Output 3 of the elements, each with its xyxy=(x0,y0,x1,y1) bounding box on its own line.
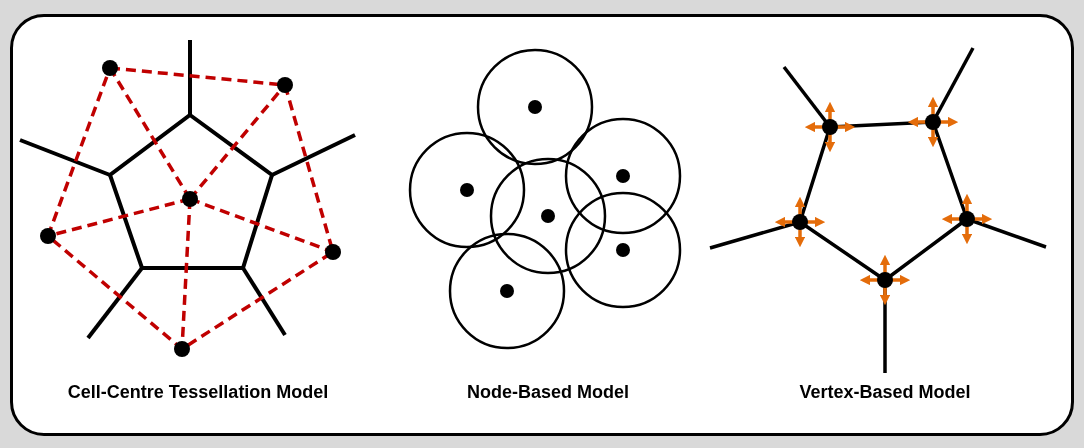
caption: Vertex-Based Model xyxy=(798,382,972,403)
caption: Cell-Centre Tessellation Model xyxy=(66,382,330,403)
caption: Node-Based Model xyxy=(466,382,630,403)
